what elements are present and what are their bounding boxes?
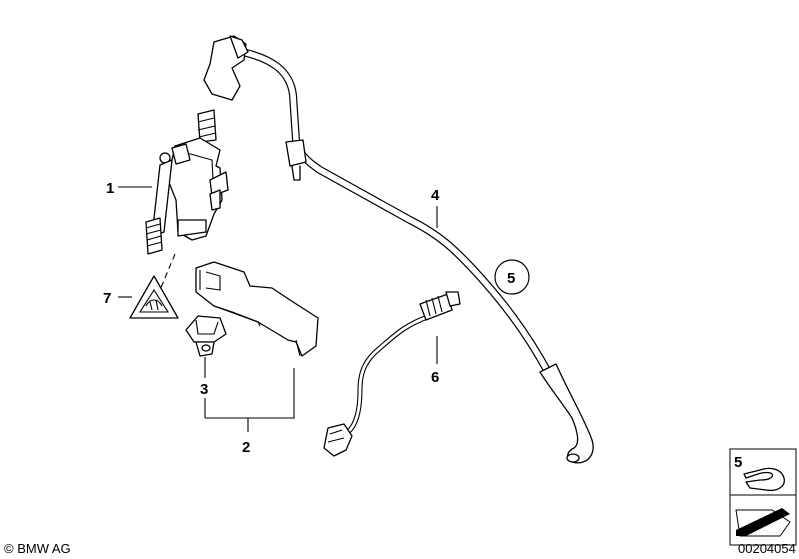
valve-part[interactable] (145, 109, 229, 255)
sensor-wire-part[interactable] (323, 291, 461, 457)
callout-5: 5 (507, 270, 515, 287)
bracket-part[interactable] (195, 261, 319, 357)
callout-5-circle (494, 259, 530, 295)
clip-part[interactable] (185, 315, 227, 357)
legend-box: 5 (729, 448, 797, 546)
callout-7: 7 (103, 290, 111, 307)
vacuum-hose-part[interactable] (203, 35, 594, 464)
leader-bracket-2 (205, 368, 295, 432)
warning-label-part[interactable] (129, 275, 179, 319)
diagram-id: 00204054 (738, 541, 796, 556)
hose-clip-icon (743, 467, 785, 492)
callout-1: 1 (106, 180, 114, 197)
callout-6: 6 (431, 369, 439, 386)
wedge-fill-icon (736, 508, 790, 536)
callout-3: 3 (200, 381, 208, 398)
valve-mount-dashed-line (159, 253, 176, 291)
legend-number: 5 (734, 454, 742, 471)
callout-4: 4 (431, 187, 440, 204)
copyright-text: © BMW AG (4, 541, 71, 556)
callout-2: 2 (242, 439, 250, 456)
